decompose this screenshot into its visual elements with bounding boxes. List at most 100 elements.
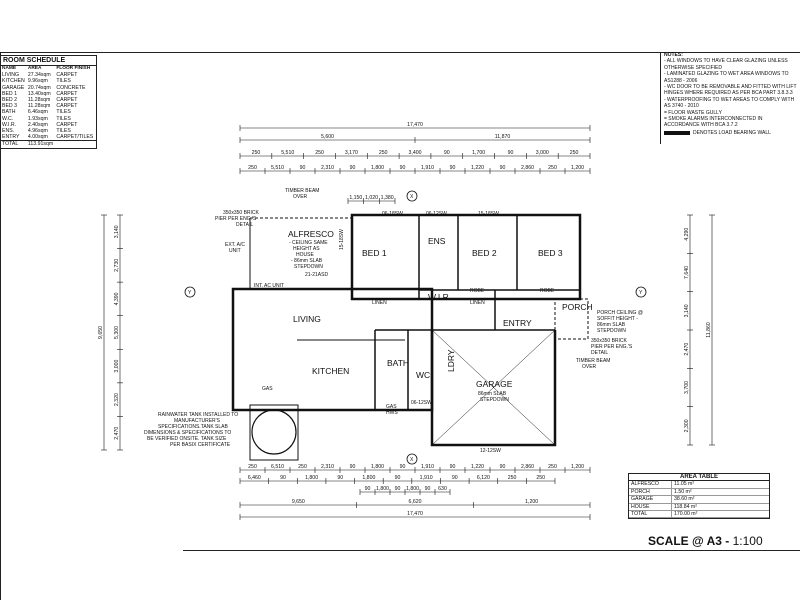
timber-beam-top-1: TIMBER BEAM: [285, 188, 319, 194]
room-name-cell: W.I.R.: [2, 121, 17, 128]
gas-hws-1: GAS: [386, 404, 397, 410]
room-wc: WC: [416, 370, 430, 380]
room-schedule: ROOM SCHEDULE NAME AREA FLOOR FINISH LIV…: [0, 55, 97, 149]
room-porch: PORCH: [562, 302, 593, 312]
room-area-cell: 13.40sqm: [27, 90, 51, 97]
room-linen-2: LINEN: [470, 300, 485, 306]
room-name-cell: LIVING: [2, 72, 20, 79]
dim-bottom-1-label: 250: [298, 464, 307, 470]
room-garage: GARAGE: [476, 379, 513, 389]
room-alfresco: ALFRESCO: [288, 229, 334, 239]
window-tag-4: 15-18SW: [339, 229, 345, 250]
dim-top-2-label: 250: [379, 150, 388, 156]
timber-beam-top-2: OVER: [293, 194, 308, 200]
col-floor-finish: FLOOR FINISH: [56, 66, 91, 71]
room-area-cell: 1.93sqm: [27, 115, 48, 122]
dim-top-2-label: 90: [444, 150, 450, 156]
dim-left-parts-label: 4,390: [114, 292, 120, 305]
area-name-cell: GARAGE: [629, 495, 672, 504]
room-name-cell: KITCHEN: [2, 78, 25, 85]
note-line: - WATERPROOFING TO WET AREAS TO COMPLY W…: [664, 96, 795, 103]
dim-bottom-1-label: 1,910: [421, 464, 434, 470]
room-name-cell: ENTRY: [2, 134, 20, 141]
dim-bottom-1-label: 90: [500, 464, 506, 470]
scale-prefix: SCALE @ A3 -: [648, 534, 730, 548]
room-finish-cell: CARPET: [56, 97, 78, 104]
dim-bottom-1-label: 90: [350, 464, 356, 470]
dim-bottom-2-label: 90: [395, 475, 401, 481]
dim-bottom-3-label: 1,800: [376, 486, 389, 492]
room-area-cell: 6.46sqm: [27, 109, 48, 116]
dim-top-3-label: 1,800: [371, 165, 384, 171]
note-line: ACCORDANCE WITH BCA 3.7.2: [664, 122, 738, 129]
note-line: HINGES WHERE REQUIRED AS PER BCA PART 3.…: [664, 90, 793, 97]
scale-value: 1:100: [732, 534, 763, 548]
dim-bottom-split-label: 1,200: [525, 499, 538, 505]
dim-bottom-1-label: 250: [548, 464, 557, 470]
room-bed3: BED 3: [538, 248, 563, 258]
room-finish-cell: CONCRETE: [56, 84, 86, 91]
note-line: - LAMINATED GLAZING TO WET AREA WINDOWS …: [664, 71, 789, 78]
dim-top-3-label: 1,200: [571, 165, 584, 171]
dim-top-2-label: 250: [252, 150, 261, 156]
note-line: = SMOKE ALARMS INTERCONNECTED IN: [664, 116, 763, 123]
dim-bottom-1-label: 2,310: [321, 464, 334, 470]
dim-top-3-label: 90: [450, 165, 456, 171]
dim-bottom-3-label: 90: [365, 486, 371, 492]
porch-ceiling-1: PORCH CEILING @: [597, 310, 643, 316]
porch-ceiling-3: 86mm SLAB: [597, 322, 626, 328]
room-name-cell: GARAGE: [2, 84, 25, 91]
dim-top-1-label: 11,870: [495, 134, 511, 140]
pier-right-3: DETAIL: [591, 350, 608, 356]
rainwater-3: SPECIFICATIONS.TANK SLAB: [158, 424, 228, 430]
room-living: LIVING: [293, 314, 321, 324]
area-name-cell: PORCH: [629, 488, 672, 497]
window-tag-5: 21-21ASD: [305, 272, 328, 278]
sheet-bottom-line: [183, 550, 800, 551]
dim-bottom-1-label: 1,800: [371, 464, 384, 470]
area-name-cell: HOUSE: [629, 503, 672, 512]
dim-right-parts-label: 3,140: [684, 304, 690, 317]
area-name-cell: TOTAL: [629, 510, 672, 519]
garage-slab-1: 86mm SLAB: [478, 391, 507, 397]
room-name-cell: BED 2: [2, 97, 17, 104]
note-line: - WC DOOR TO BE REMOVABLE AND FITTED WIT…: [664, 84, 798, 91]
room-robe-1: ROBE: [470, 288, 485, 294]
alfresco-ceiling-1: - CEILING SAME: [289, 240, 328, 246]
gas-hws-2: HWS: [386, 410, 398, 416]
room-linen-1: LINEN: [372, 300, 387, 306]
dim-right-parts-label: 2,470: [684, 343, 690, 356]
room-area-cell: 11.28sqm: [27, 97, 51, 104]
note-line: OTHERWISE SPECIFIED: [664, 64, 722, 71]
timber-beam-right-2: OVER: [582, 364, 597, 370]
dim-top-2-label: 3,170: [345, 150, 358, 156]
dim-top-3-label: 1,910: [421, 165, 434, 171]
room-bed1: BED 1: [362, 248, 387, 258]
dim-bottom-2-label: 250: [508, 475, 517, 481]
room-kitchen: KITCHEN: [312, 366, 349, 376]
total-label: TOTAL: [1, 140, 27, 148]
dim-top-3-label: 90: [300, 165, 306, 171]
notes-title: NOTES:: [664, 52, 683, 58]
dim-top-2-label: 250: [315, 150, 324, 156]
walls: [231, 213, 589, 461]
room-finish-cell: CARPET: [56, 72, 78, 79]
dim-top-3-label: 1,220: [471, 165, 484, 171]
room-name-cell: BED 3: [2, 103, 17, 110]
dim-bottom-1-label: 250: [248, 464, 257, 470]
dim-bottom-1-label: 90: [450, 464, 456, 470]
dim-bottom-2-label: 1,800: [305, 475, 318, 481]
dim-top-2-label: 5,510: [281, 150, 294, 156]
pier-left-1: 350x350 BRICK: [223, 210, 260, 216]
section-marker-bottom: [406, 453, 418, 465]
room-area-cell: 2.40sqm: [27, 121, 48, 128]
alfresco-ceiling-2: HEIGHT AS: [293, 246, 320, 252]
dim-left-parts-label: 2,470: [114, 427, 120, 440]
dim-left-parts-label: 2,730: [114, 259, 120, 272]
